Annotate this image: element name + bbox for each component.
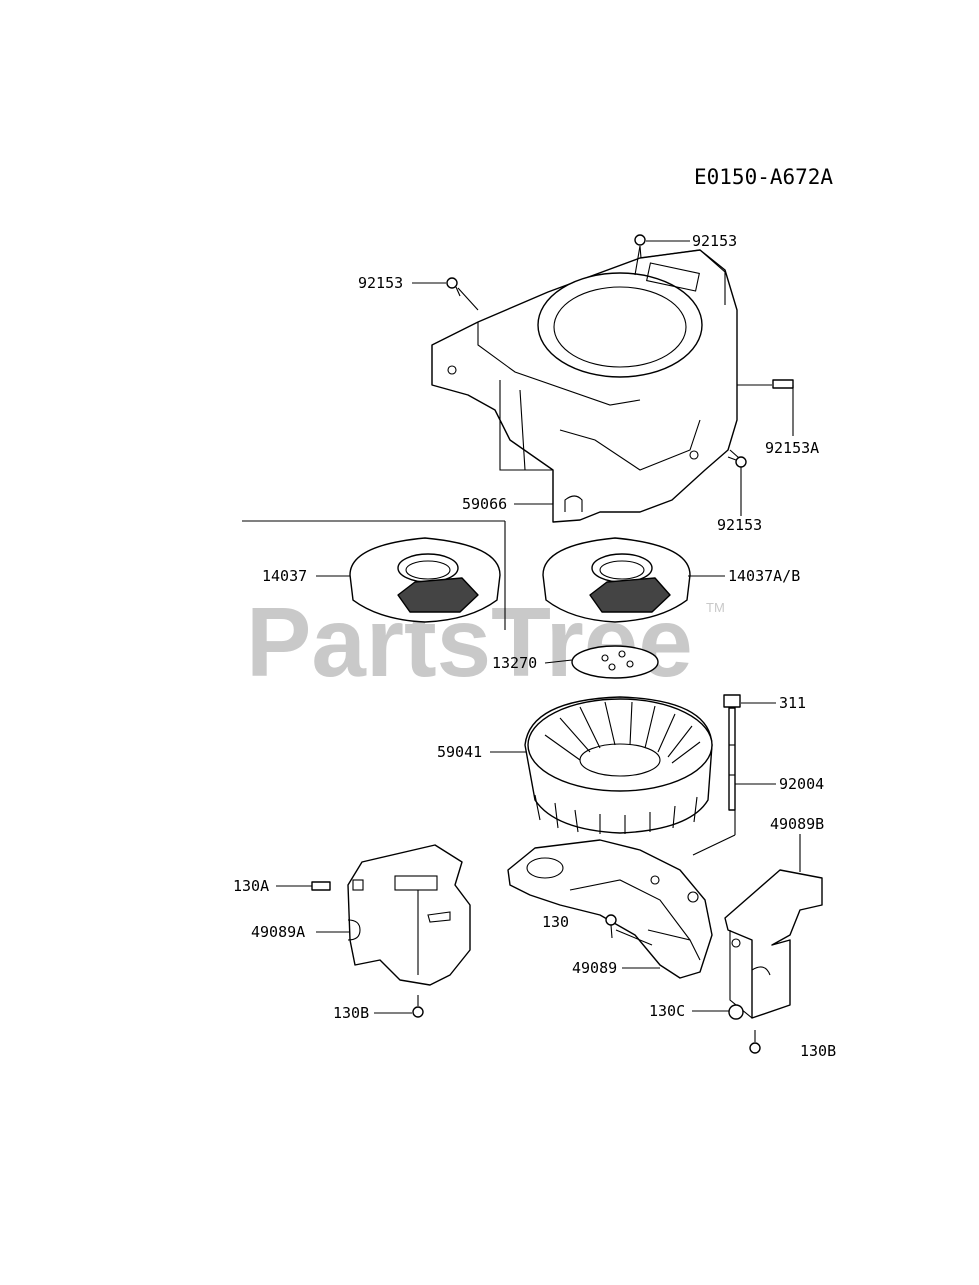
label-13270: 13270 [492,654,537,672]
label-92153-right: 92153 [717,516,762,534]
label-59041: 59041 [437,743,482,761]
label-130B-right: 130B [800,1042,836,1060]
watermark-trademark: TM [706,600,725,615]
label-59066: 59066 [462,495,507,513]
fan-59041 [524,696,713,834]
label-49089B: 49089B [770,815,824,833]
screw-92153-left [446,277,461,297]
part-labels: 92153 92153 92153A 92153 59066 14037 140… [233,232,836,1060]
nut-311 [723,694,741,708]
screen-14037 [349,537,501,623]
label-49089A: 49089A [251,923,305,941]
label-14037: 14037 [262,567,307,585]
label-311: 311 [779,694,806,712]
screw-92153-top [634,234,646,259]
label-130B-left: 130B [333,1004,369,1022]
screen-14037AB [542,537,691,623]
bolt-130B-left [412,995,424,1018]
label-49089: 49089 [572,959,617,977]
bolt-130A [311,881,331,891]
screw-92153A [772,379,794,389]
label-92153-top: 92153 [692,232,737,250]
diagram-code: E0150-A672A [694,165,833,189]
label-14037AB: 14037A/B [728,567,800,585]
cover-49089A [347,844,471,986]
label-130A: 130A [233,877,269,895]
label-130: 130 [542,913,569,931]
cover-49089B [724,869,823,1019]
label-92004: 92004 [779,775,824,793]
stud-92004 [728,707,736,811]
base-plate-130 [507,839,713,979]
bolt-49089 [605,914,617,939]
screw-92153-right [727,456,747,468]
bolt-130C [728,1004,744,1020]
leader-lines [242,240,801,1014]
plate-13270 [571,645,659,679]
label-92153-left: 92153 [358,274,403,292]
blower-housing-59066 [431,249,738,523]
bolt-130B-right [749,1030,761,1054]
label-92153A: 92153A [765,439,819,457]
label-130C: 130C [649,1002,685,1020]
